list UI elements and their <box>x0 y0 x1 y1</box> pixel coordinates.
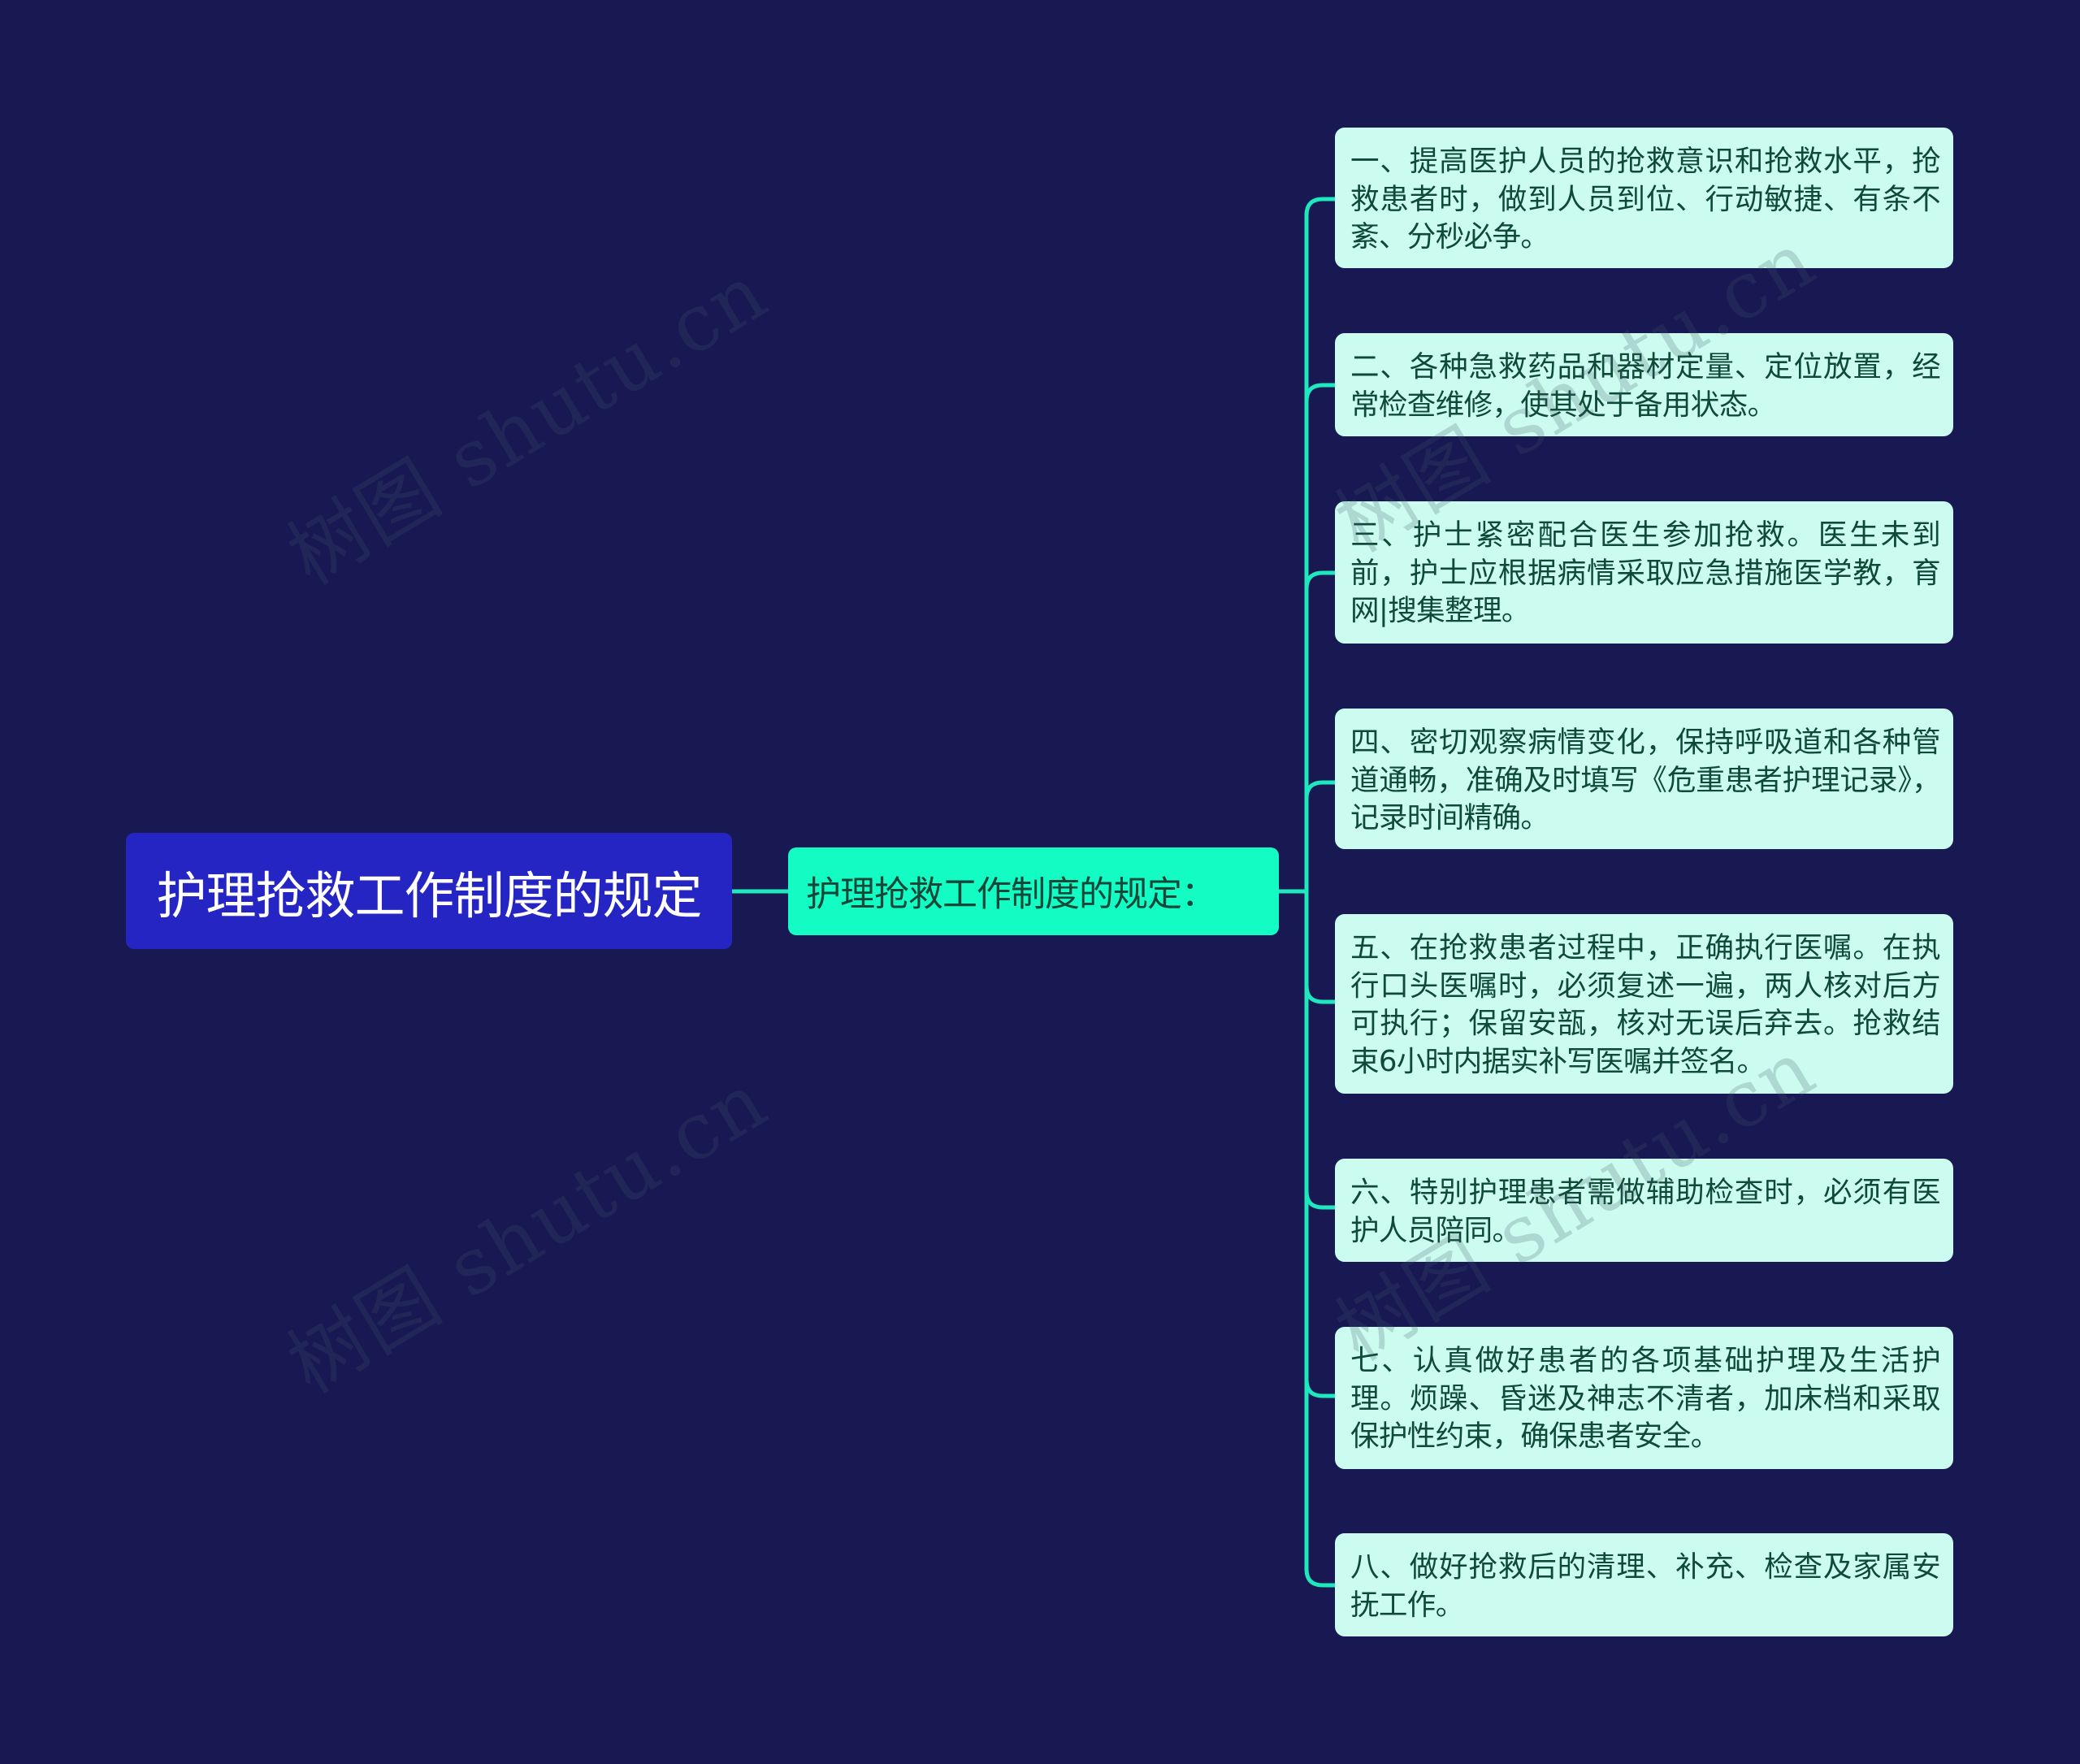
leaf-node-label: 四、密切观察病情变化，保持呼吸道和各种管道通畅，准确及时填写《危重患者护理记录》… <box>1350 726 1941 834</box>
leaf-node-label: 八、做好抢救后的清理、补充、检查及家属安抚工作。 <box>1350 1550 1941 1622</box>
leaf-node-2[interactable]: 二、各种急救药品和器材定量、定位放置，经常检查维修，使其处于备用状态。 <box>1335 333 1953 436</box>
leaf-node-label: 五、在抢救患者过程中，正确执行医嘱。在执行口头医嘱时，必须复述一遍，两人核对后方… <box>1350 931 1941 1078</box>
leaf-node-label: 一、提高医护人员的抢救意识和抢救水平，抢救患者时，做到人员到位、行动敏捷、有条不… <box>1350 145 1941 254</box>
branch-node[interactable]: 护理抢救工作制度的规定： <box>788 847 1279 935</box>
leaf-node-7[interactable]: 七、认真做好患者的各项基础护理及生活护理。烦躁、昏迷及神志不清者，加床档和采取保… <box>1335 1327 1953 1469</box>
root-node[interactable]: 护理抢救工作制度的规定 <box>126 833 732 949</box>
leaf-node-label: 三、护士紧密配合医生参加抢救。医生未到前，护士应根据病情采取应急措施医学教，育网… <box>1350 518 1941 627</box>
leaf-node-4[interactable]: 四、密切观察病情变化，保持呼吸道和各种管道通畅，准确及时填写《危重患者护理记录》… <box>1335 709 1953 849</box>
leaf-node-5[interactable]: 五、在抢救患者过程中，正确执行医嘱。在执行口头医嘱时，必须复述一遍，两人核对后方… <box>1335 914 1953 1094</box>
leaf-node-label: 六、特别护理患者需做辅助检查时，必须有医护人员陪同。 <box>1350 1176 1941 1247</box>
leaf-node-label: 七、认真做好患者的各项基础护理及生活护理。烦躁、昏迷及神志不清者，加床档和采取保… <box>1350 1344 1941 1453</box>
root-node-label: 护理抢救工作制度的规定 <box>156 865 702 925</box>
leaf-node-label: 二、各种急救药品和器材定量、定位放置，经常检查维修，使其处于备用状态。 <box>1350 350 1941 422</box>
leaf-node-8[interactable]: 八、做好抢救后的清理、补充、检查及家属安抚工作。 <box>1335 1533 1953 1636</box>
leaf-node-6[interactable]: 六、特别护理患者需做辅助检查时，必须有医护人员陪同。 <box>1335 1159 1953 1262</box>
branch-node-label: 护理抢救工作制度的规定： <box>806 874 1216 915</box>
leaf-node-3[interactable]: 三、护士紧密配合医生参加抢救。医生未到前，护士应根据病情采取应急措施医学教，育网… <box>1335 501 1953 644</box>
leaf-node-1[interactable]: 一、提高医护人员的抢救意识和抢救水平，抢救患者时，做到人员到位、行动敏捷、有条不… <box>1335 128 1953 268</box>
